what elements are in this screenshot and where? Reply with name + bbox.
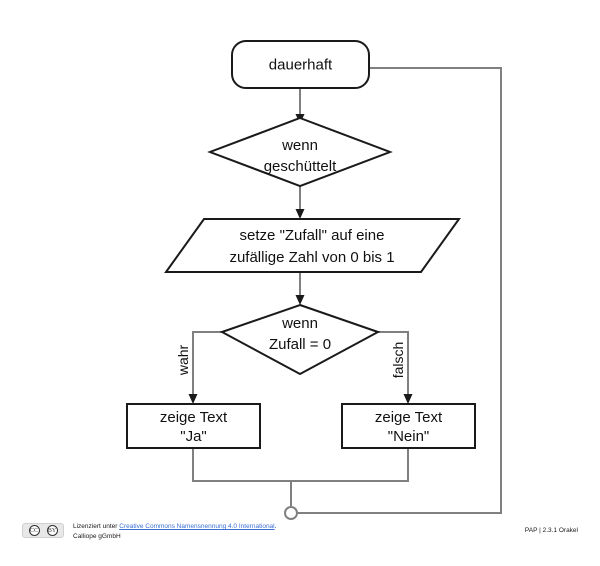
- node-show-no-line2: "Nein": [388, 428, 430, 445]
- node-assign-random[interactable]: setze "Zufall" auf eine zufällige Zahl v…: [164, 218, 461, 273]
- by-person-circle-icon: BY: [46, 525, 58, 536]
- node-show-yes[interactable]: zeige Text "Ja": [126, 403, 261, 449]
- connector-merge-bar: [192, 448, 409, 482]
- node-start-label: dauerhaft: [269, 56, 333, 73]
- node-decision-zufall[interactable]: wenn Zufall = 0: [219, 303, 381, 376]
- document-reference: PAP | 2.3.1 Orakel: [524, 527, 578, 534]
- arrowhead-zufall: [295, 295, 305, 305]
- node-assign-random-line1: setze "Zufall" auf eine: [240, 227, 385, 244]
- node-show-no-line1: zeige Text: [375, 409, 443, 426]
- node-start[interactable]: dauerhaft: [231, 40, 370, 89]
- creative-commons-badge-icon: CC BY: [22, 523, 64, 538]
- node-decision-shake-line2: geschüttelt: [264, 158, 337, 175]
- node-show-yes-line1: zeige Text: [160, 409, 228, 426]
- node-decision-zufall-line1: wenn: [281, 315, 318, 332]
- license-link[interactable]: Creative Commons Namensnennung 4.0 Inter…: [119, 523, 275, 530]
- node-show-no[interactable]: zeige Text "Nein": [341, 403, 476, 449]
- node-assign-random-line2: zufällige Zahl von 0 bis 1: [229, 249, 394, 266]
- connector-true-branch: [192, 331, 222, 398]
- license-line-1: Lizenziert unter Creative Commons Namens…: [73, 522, 276, 532]
- license-text: Lizenziert unter Creative Commons Namens…: [73, 522, 276, 542]
- node-show-yes-line2: "Ja": [180, 428, 207, 445]
- loop-junction-node: [284, 506, 298, 520]
- node-decision-zufall-line2: Zufall = 0: [269, 336, 331, 353]
- branch-label-false: falsch: [390, 342, 406, 379]
- license-prefix: Lizenziert unter: [73, 523, 120, 530]
- connector-loop-return: [293, 67, 502, 514]
- node-decision-shake[interactable]: wenn geschüttelt: [207, 116, 393, 188]
- footer: CC BY Lizenziert unter Creative Commons …: [0, 520, 600, 566]
- arrowhead-true-branch: [188, 394, 198, 404]
- license-organisation: Calliope gGmbH: [73, 532, 121, 540]
- license-suffix: .: [274, 523, 277, 530]
- node-decision-shake-line1: wenn: [281, 137, 318, 154]
- cc-circle-icon: CC: [28, 525, 40, 536]
- connector-false-branch: [378, 331, 409, 398]
- arrowhead-assign: [295, 209, 305, 219]
- branch-label-true: wahr: [175, 344, 191, 376]
- license-block: CC BY Lizenziert unter Creative Commons …: [22, 522, 276, 542]
- arrowhead-false-branch: [403, 394, 413, 404]
